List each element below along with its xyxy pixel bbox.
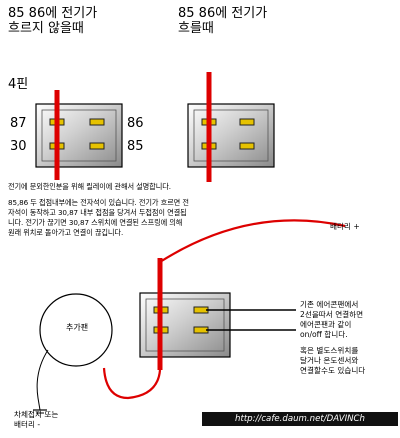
relay-left [35,90,123,180]
watermark-url: http://cafe.daum.net/DAVINCh [202,412,398,426]
heading-left: 85 86에 전기가 흐르지 않을때 [8,6,98,36]
slot-85-left [89,142,105,150]
pin-label-86: 86 [127,116,144,131]
slot-86-right [239,118,255,126]
wire-ground [36,349,49,411]
ground-label: 차체접지 또는 배터리 - [14,410,59,429]
heading-right: 85 86에 전기가 흐를때 [178,6,268,36]
relay-left-body [35,103,123,168]
relay-left-inner [41,109,117,162]
bottom-wiring [33,219,346,414]
explanation-intro: 전기에 문외한인분을 위해 릴레이에 관해서 설명합니다. [8,182,171,191]
pin-label-87: 87 [10,116,27,131]
slot-86-bottom [193,306,209,314]
heading-pins: 4핀 [8,77,29,92]
wire-to-fan [102,367,162,400]
battery-plus-label: 배터리 + [330,222,360,231]
slot-86-left [89,118,105,126]
slot-85-bottom [193,326,209,334]
wire-battery-plus [159,219,346,263]
fan-circle [39,293,113,367]
relay-bottom-inner [145,298,225,352]
relay-right-inner [193,109,269,162]
pin-label-30: 30 [10,139,27,154]
relay-right-body [187,103,275,168]
pin-label-85: 85 [127,139,144,154]
separate-switch-note: 혹은 별도스위치를 달거나 온도센서와 연결할수도 있습니다 [300,346,366,375]
aircon-note: 기존 에어콘팬에서 2선을따서 연결하면 에어콘팬과 같이 on/off 합니다… [300,300,364,339]
relay-bottom-body [139,292,231,358]
fan-label: 추가팬 [66,323,89,332]
relay-right [187,72,275,182]
explanation-paragraph: 85,86 두 접점내부에는 전자석이 있습니다. 전기가 흐르면 전 자석이 … [8,198,189,237]
slot-85-right [239,142,255,150]
